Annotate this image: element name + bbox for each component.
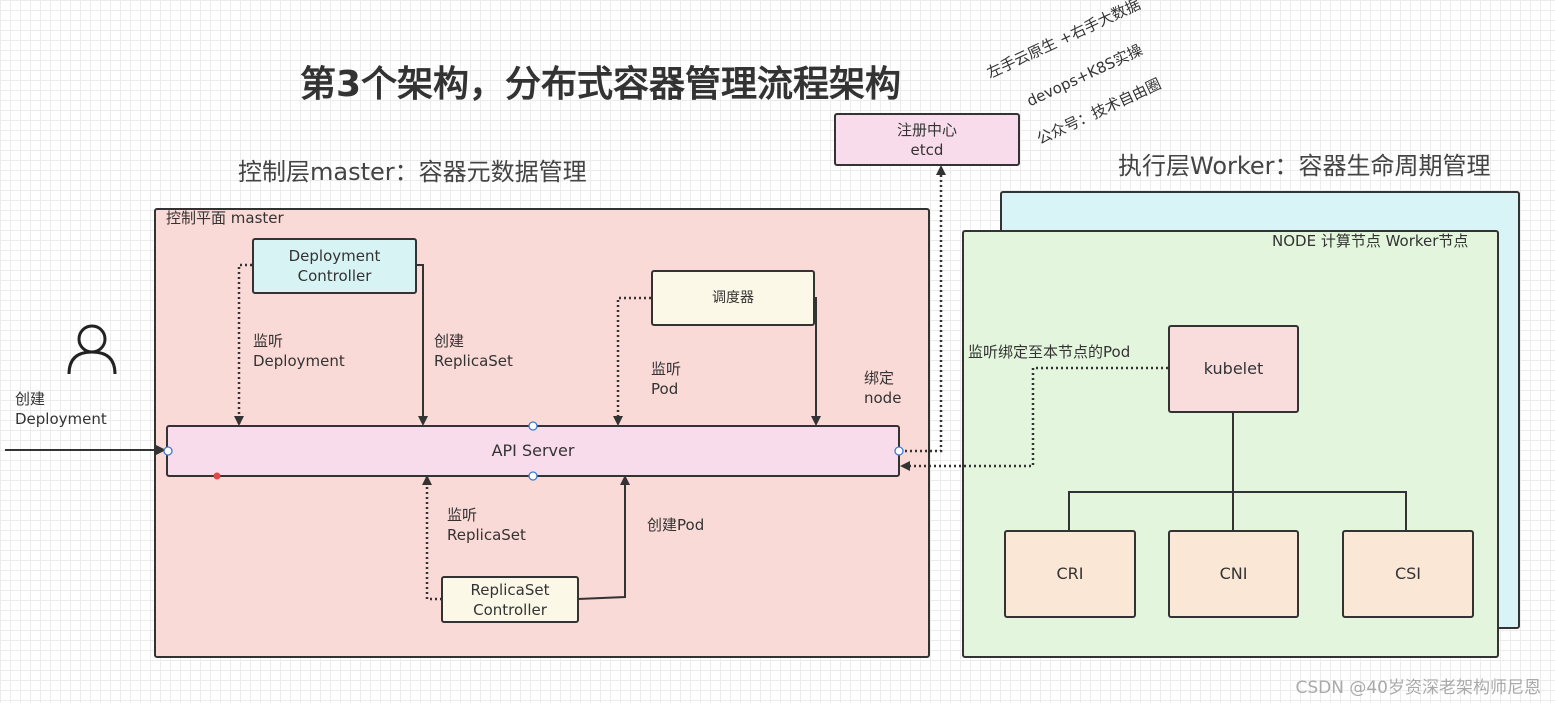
kubelet-node[interactable]: kubelet — [1168, 325, 1299, 413]
edge-api-to-etcd — [900, 165, 946, 453]
label-create-pod: 创建Pod — [647, 516, 705, 534]
label-bind-node: 绑定 node — [864, 369, 902, 407]
cni-node[interactable]: CNI — [1168, 530, 1299, 618]
label-watch-pod: 监听 Pod — [651, 360, 682, 398]
label-create-replicaset: 创建 ReplicaSet — [434, 332, 513, 370]
watermark: CSDN @40岁资深老架构师尼恩 — [1295, 678, 1541, 698]
user-icon — [67, 324, 117, 375]
edge-kubelet-bus — [1068, 491, 1407, 530]
edge-create-replicaset — [416, 264, 428, 426]
deployment-controller-node[interactable]: Deployment Controller — [252, 238, 417, 294]
control-layer-heading: 控制层master：容器元数据管理 — [238, 158, 587, 186]
cri-node[interactable]: CRI — [1004, 530, 1136, 618]
label-watch-bound-pod: 监听绑定至本节点的Pod — [968, 343, 1131, 361]
page-title: 第3个架构，分布式容器管理流程架构 — [300, 64, 902, 105]
handle-red — [213, 472, 221, 480]
label-watch-replicaset: 监听 ReplicaSet — [447, 506, 526, 544]
execution-layer-heading: 执行层Worker：容器生命周期管理 — [1118, 152, 1491, 180]
handle-left — [163, 446, 173, 456]
worker-panel-label: NODE 计算节点 Worker节点 — [1272, 232, 1469, 250]
label-watch-deployment: 监听 Deployment — [253, 332, 345, 370]
etcd-node[interactable]: 注册中心 etcd — [834, 113, 1020, 166]
replicaset-controller-node[interactable]: ReplicaSet Controller — [441, 576, 579, 623]
scheduler-node[interactable]: 调度器 — [651, 270, 815, 326]
edge-create-pod — [577, 475, 630, 600]
master-panel-label: 控制平面 master — [166, 209, 284, 227]
handle-bottom — [528, 471, 538, 481]
label-create-deployment: 创建 Deployment — [15, 390, 107, 428]
handle-right — [894, 446, 904, 456]
csi-node[interactable]: CSI — [1342, 530, 1474, 618]
edge-watch-replicaset — [422, 475, 442, 601]
handle-top — [528, 421, 538, 431]
edge-watch-pod — [613, 296, 651, 426]
